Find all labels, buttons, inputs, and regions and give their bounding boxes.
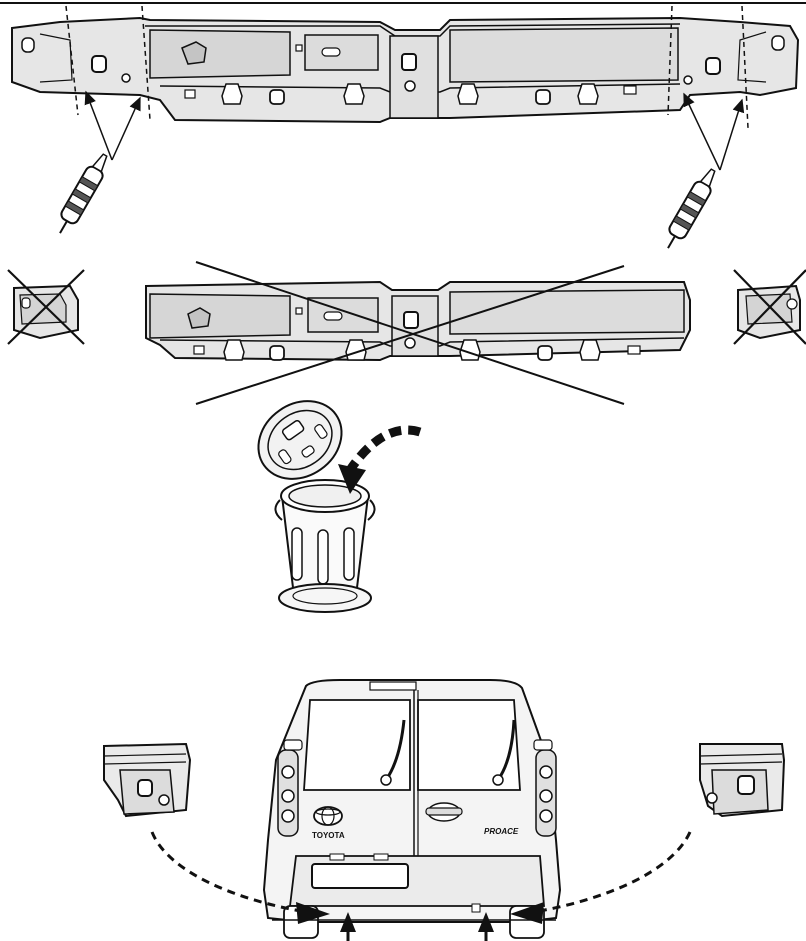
left-mounting-bracket (103, 742, 192, 818)
brand-badge: TOYOTA (312, 831, 345, 840)
discard-cross-icon (733, 269, 806, 345)
discarded-center-section (145, 280, 691, 362)
model-badge: PROACE (484, 827, 519, 836)
door-handle (425, 802, 463, 822)
trash-bin-icon (257, 400, 376, 613)
cut-lines (65, 5, 749, 129)
discard-cross-icon (195, 261, 625, 405)
flow-arrow-icon (340, 912, 356, 941)
flow-arrow-icon (338, 425, 422, 494)
rotary-cutting-tool-icon (667, 92, 745, 249)
rotary-cutting-tool-icon (59, 90, 141, 234)
van-rear-view: TOYOTA PROACE (262, 679, 562, 939)
flow-arrow-icon (478, 912, 494, 941)
flow-arrow-icon (510, 831, 692, 924)
toyota-logo-icon (313, 806, 343, 826)
discard-cross-icon (7, 269, 85, 345)
right-mounting-bracket (699, 743, 786, 818)
bumper-beam-full (11, 16, 800, 124)
flow-arrow-icon (150, 831, 330, 924)
